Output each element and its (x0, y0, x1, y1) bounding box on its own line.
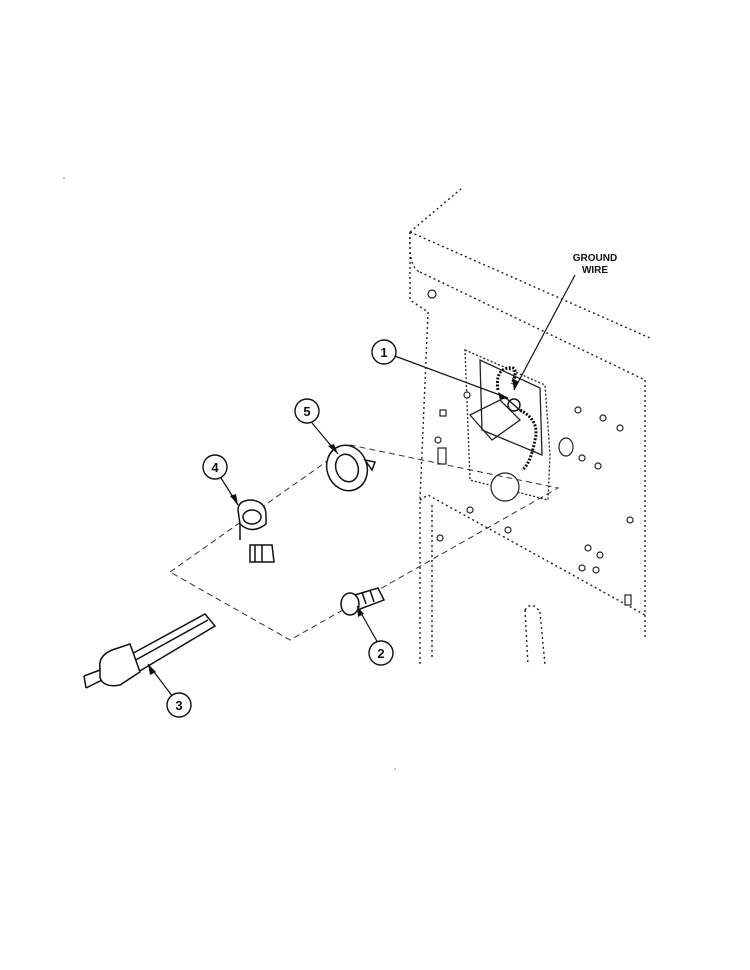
part-4-clamp (237, 499, 275, 563)
exploded-plane (169, 444, 560, 641)
annotation-line-2: WIRE (582, 265, 608, 276)
part-3-power-cord (83, 613, 217, 689)
callout-4-circle (202, 454, 228, 480)
cabinet-holes (427, 289, 634, 606)
callout-1-circle (371, 339, 397, 365)
scan-specks (63, 177, 396, 770)
callout-3-circle (166, 692, 192, 718)
part-2-bushing (340, 587, 386, 616)
callout-5-circle (294, 398, 320, 424)
callout-2-circle (368, 640, 394, 666)
callout-2: 2 (368, 640, 394, 666)
callout-1-label: 1 (380, 345, 387, 360)
callout-3-label: 3 (175, 698, 182, 713)
callout-3: 3 (166, 692, 192, 718)
part-5-ring (325, 444, 377, 492)
ground-screw (505, 397, 523, 413)
callout-2-label: 2 (377, 646, 384, 661)
cabinet-outline (409, 187, 651, 666)
callout-1: 1 (371, 339, 397, 365)
ground-wire (496, 366, 538, 472)
ground-wire-annotation: GROUND WIRE (573, 253, 617, 276)
callout-5: 5 (294, 398, 320, 424)
callout-4: 4 (202, 454, 228, 480)
arrow-heads (148, 378, 519, 675)
callout-5-label: 5 (303, 404, 310, 419)
callout-4-label: 4 (211, 460, 219, 475)
annotation-line-1: GROUND (573, 253, 617, 264)
